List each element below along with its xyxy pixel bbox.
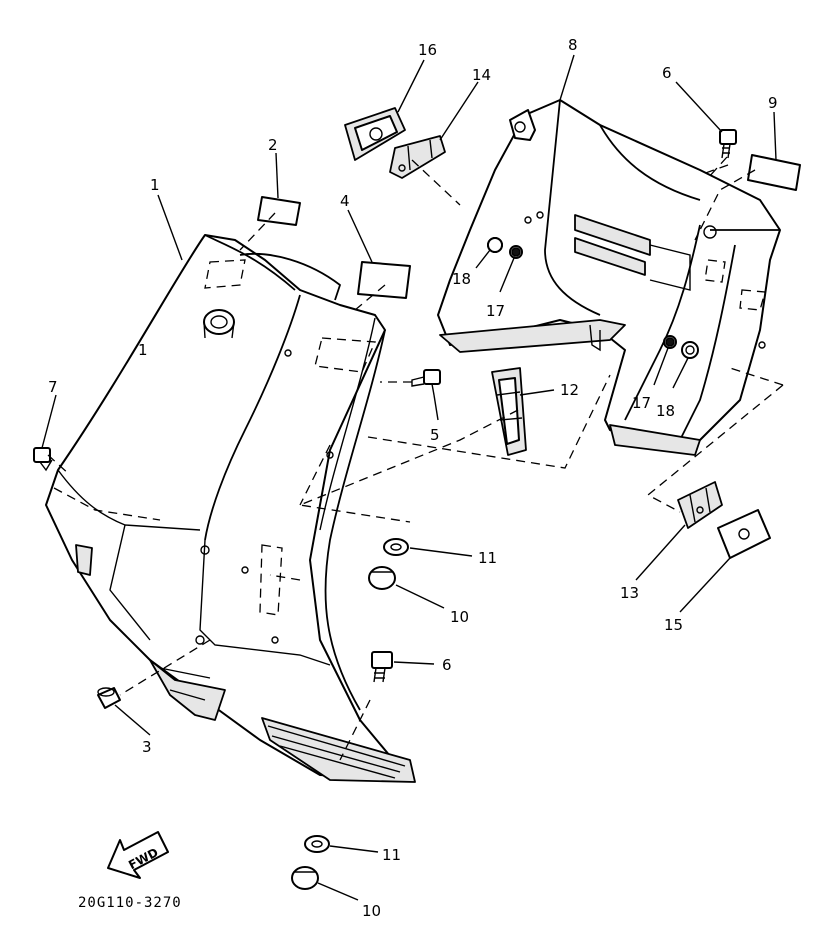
callout-8: 8 — [568, 36, 578, 54]
part-3-collar — [97, 687, 121, 709]
callout-17-lower: 17 — [632, 394, 651, 412]
part-10-nut-bottom — [291, 866, 319, 890]
part-17-nut-lower — [665, 337, 675, 347]
part-15-plate — [717, 509, 771, 559]
part-6-screw-top — [719, 129, 737, 159]
part-10-nut-top — [368, 566, 396, 590]
part-18-washer-upper — [487, 237, 503, 253]
callout-6-top: 6 — [662, 64, 672, 82]
drawing-code: 20G110-3270 — [78, 895, 182, 911]
callout-10-top: 10 — [450, 608, 469, 626]
callout-16: 16 — [418, 41, 437, 59]
callout-15: 15 — [664, 616, 683, 634]
callout-1: 1 — [150, 176, 160, 194]
callout-10-bottom: 10 — [362, 902, 381, 920]
callout-13: 13 — [620, 584, 639, 602]
part-6-screw-bottom — [371, 651, 393, 683]
assembly-guide-lines — [47, 156, 784, 761]
callout-2: 2 — [268, 136, 278, 154]
callout-9: 9 — [768, 94, 778, 112]
part-11-grommet-bottom — [304, 835, 330, 853]
callout-17-upper: 17 — [486, 302, 505, 320]
part-11-grommet-top — [383, 538, 409, 556]
panel-part-number: 1 — [138, 341, 148, 359]
part-12-plate — [491, 367, 527, 456]
rear-leg-shield-panel — [437, 99, 781, 456]
callout-18-upper: 18 — [452, 270, 471, 288]
part-7-screw — [33, 447, 53, 472]
callout-14: 14 — [472, 66, 491, 84]
callout-5: 5 — [430, 426, 440, 444]
callout-18-lower: 18 — [656, 402, 675, 420]
part-14-bracket — [389, 135, 446, 179]
part-4-label — [357, 261, 411, 299]
callout-numbers: 1 2 3 4 5 6 6 7 8 9 10 10 11 11 12 13 14… — [48, 36, 778, 920]
part-2-label — [257, 196, 301, 226]
part-17-nut-upper — [511, 247, 521, 257]
part-13-bracket — [677, 481, 723, 529]
part-16-rubber-pad — [344, 107, 406, 161]
callout-11-top: 11 — [478, 549, 497, 567]
callout-3: 3 — [142, 738, 152, 756]
callout-4: 4 — [340, 192, 350, 210]
callout-7: 7 — [48, 378, 58, 396]
part-5-bolt — [411, 369, 441, 396]
callout-11-bottom: 11 — [382, 846, 401, 864]
leader-lines — [41, 54, 777, 901]
front-leg-shield-panel: 1 — [45, 234, 416, 783]
forward-direction-arrow: FWD — [107, 831, 169, 879]
callout-12: 12 — [560, 381, 579, 399]
callout-6-bottom: 6 — [442, 656, 452, 674]
part-9-label — [747, 154, 801, 191]
